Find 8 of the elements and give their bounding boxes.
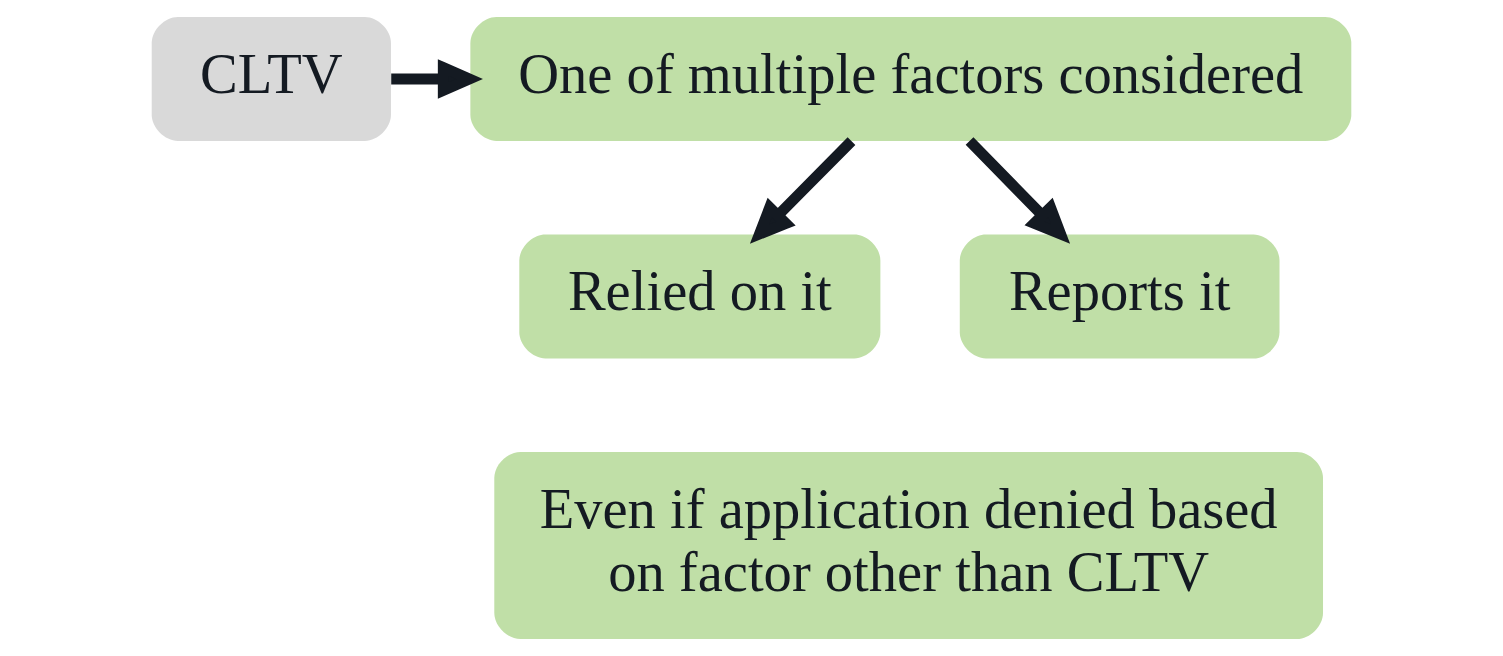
node-box: Reports it — [959, 234, 1280, 359]
node-box: Relied on it — [519, 234, 881, 359]
node-box: One of multiple factors considered — [470, 16, 1352, 141]
arrow — [391, 59, 483, 99]
node-box: Even if application denied based on factor other than CLTV — [494, 452, 1323, 640]
arrow — [965, 137, 1071, 244]
arrow — [749, 137, 856, 244]
node-box: CLTV — [151, 16, 391, 141]
